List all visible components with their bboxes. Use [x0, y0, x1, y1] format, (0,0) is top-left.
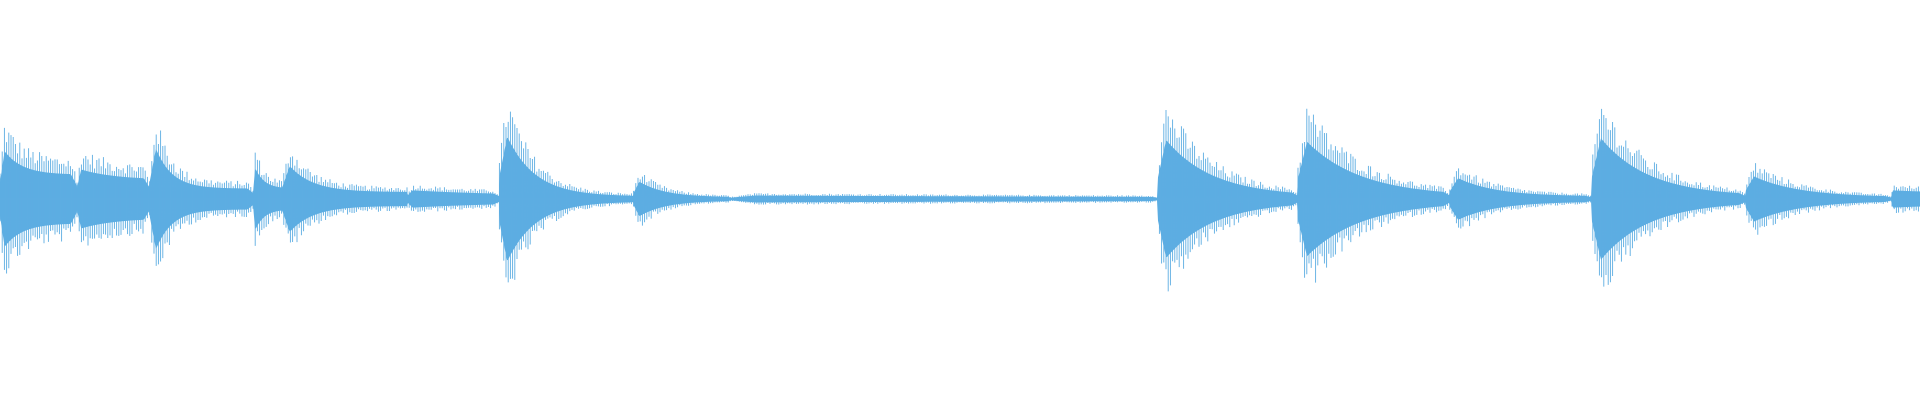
waveform-peaks: [0, 108, 1919, 292]
